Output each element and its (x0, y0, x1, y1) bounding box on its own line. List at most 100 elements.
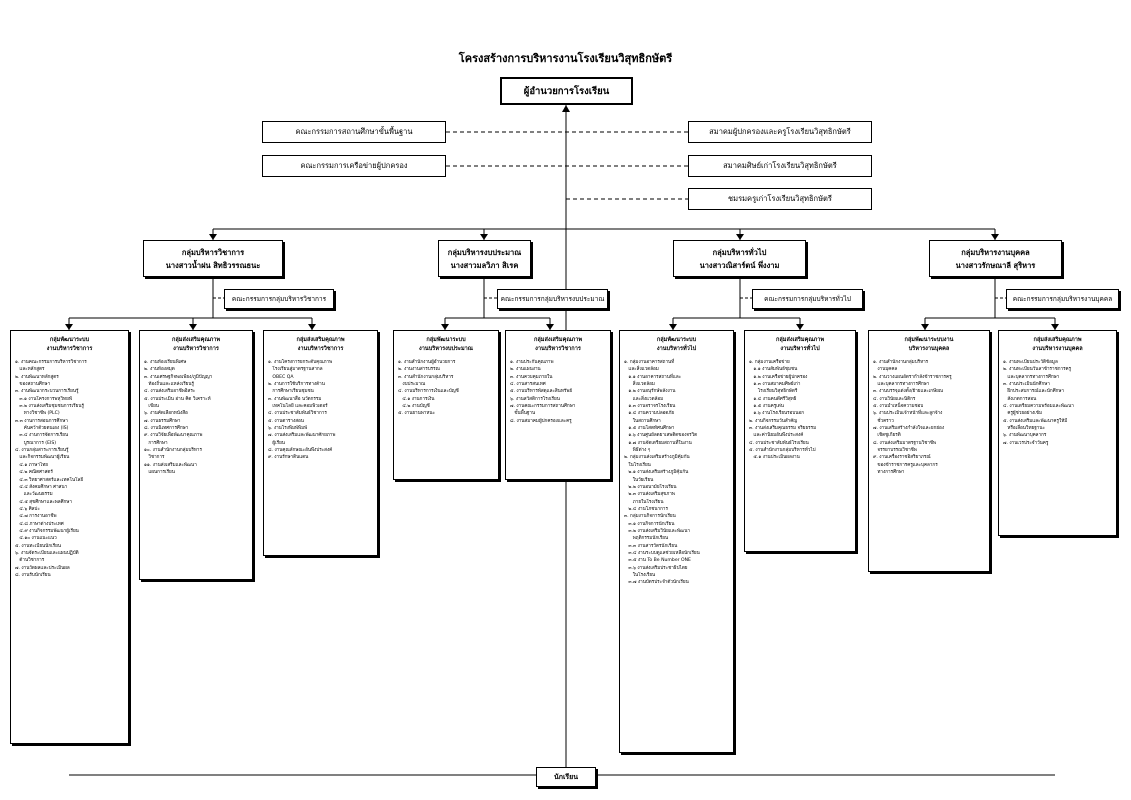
task-item: ๓.๒ งานส่งเสริมชุมชนการเรียนรู้ ทางวิชาช… (19, 404, 84, 417)
task-item: ๙. งานเครื่องราชอิสริยาภรณ์ ของข้าราชการ… (873, 455, 938, 476)
column-title: กลุ่มส่งเสริมคุณภาพ งานบริหารวิชาการ (533, 337, 583, 352)
column-title: กลุ่มส่งเสริมคุณภาพ งานบริหารวิชาการ (296, 337, 345, 352)
task-item: ๔.๙ งานกิจกรรมพัฒนาผู้เรียน (15, 528, 79, 534)
task-item: ๕. งานส่งเสริมและพัฒนาครูให้มี หรือเลื่อ… (1003, 418, 1068, 432)
task-item: ๒. กลุ่มงานส่งเสริมสร้างภูมิคุ้มกัน ในโร… (624, 455, 690, 468)
parent-teacher-association: สมาคมผู้ปกครองและครูโรงเรียนวิสุทธิกษัตร… (688, 121, 872, 143)
task-item: ๔.๓ วิทยาศาสตร์และเทคโนโลยี (15, 477, 84, 483)
task-item: ๑.๒ งานอนุรักษ์พลังงาน และสิ่งแวดล้อม (628, 389, 676, 402)
task-item: ๘. งานสมาคมผู้ปกครองและครู (510, 418, 572, 424)
task-item: ๕. งานประเมิน อ่าน คิด วิเคราะห์ เขียน (144, 396, 211, 410)
task-item: ๗. งานวัดผลและประเมินผล (15, 565, 70, 571)
task-item: ๗. งานเวรประจำวันครู (1003, 440, 1049, 446)
task-item: ๖. งานโรงพิมพ์พิมพ์ (268, 426, 308, 432)
task-item: ๙. งานวิจัยเพื่อพัฒนาคุณภาพ การศึกษา (144, 433, 203, 446)
task-item: ๔.๗ การงานอาชีพ (15, 514, 57, 520)
task-item: ๓.๗ งานบัตรประจำตัวนักเรียน (624, 580, 689, 586)
group-academic: กลุ่มบริหารวิชาการ นางสาวน้ำฝน สิทธิวรรณ… (143, 240, 283, 277)
general-system-column: กลุ่มพัฒนาระบบ งานบริหารทั่วไป๑. กลุ่มงา… (619, 330, 734, 753)
column-title: กลุ่มส่งเสริมคุณภาพ งานบริหารทั่วไป (775, 337, 825, 352)
committee-academic: คณะกรรมการกลุ่มบริหารวิชาการ (224, 289, 334, 309)
task-item: ๒.๓ งานส่งเสริมสุขภาพ ภายในโรงเรียน (628, 492, 675, 505)
task-item: ๑. งานสำนักงานผู้อำนวยการ (398, 360, 456, 365)
column-title: กลุ่มส่งเสริมคุณภาพ งานบริหารวิชาการ (171, 337, 221, 352)
task-item: ๑.๓ งานสมาคมศิษย์เก่า โรงเรียนวิสุทธิกษั… (753, 382, 801, 395)
task-item: ๓.๖ งานส่งเสริมประชาธิปไตย ในโรงเรียน (628, 565, 688, 578)
task-item: ๒. งานวางแผนอัตรากำลังข้าราชการครู และบุ… (873, 374, 952, 388)
task-item: ๑.๖ งานโรงเรียนรอบนอก (749, 411, 804, 417)
task-item: ๒. งานกิจกรรมวันสำคัญ (749, 418, 798, 424)
task-item: ๖. งานคัดเลือกหนังสือ (144, 411, 188, 417)
task-item: ๑. งานห้องเรียนพิเศษ (144, 360, 187, 365)
task-item: ๒. งานงานสารบรรณ (398, 367, 440, 373)
task-item: ๑. งานประกันคุณภาพ (510, 360, 554, 365)
group-personnel: กลุ่มบริหารงานบุคคล นางสาวรักษณาลี สุริห… (929, 240, 1062, 277)
task-item: ๔. งานเตรียมความพร้อมและพัฒนา ครูผู้ช่วย… (1003, 404, 1074, 417)
column-title: กลุ่มพัฒนาระบบ งานบริหารทั่วไป (656, 337, 697, 352)
task-item: ๒. งานห้องสมุด (144, 367, 175, 373)
task-item: ๒.๔ งานโภชนาการ (624, 506, 668, 512)
group-budget-name: กลุ่มบริหารงบประมาณ (447, 247, 522, 257)
task-item: ๔.๒ คณิตศาสตร์ (15, 470, 53, 476)
task-item: ๑. งานโครงการยกระดับคุณภาพ โรงเรียนสู่มา… (268, 360, 333, 380)
group-academic-name: กลุ่มบริหารวิชาการ (181, 247, 245, 257)
task-item: ๔.๑๐ งานแนะแนว (15, 536, 57, 542)
task-item: ๓. งานควบคุมภายใน (510, 374, 553, 380)
group-budget-head: นางสาวมลวิภา สิเรค (450, 260, 519, 270)
task-item: ๑.๒ งานเครือข่ายผู้ปกครอง (749, 374, 808, 380)
task-item: ๒. งานทะเบียนวันลาข้าราชการครู และบุคลาก… (1003, 367, 1072, 380)
task-item: ๓. งานพัฒนาสื่อ นวัตกรรม เทคโนโลยี และคอ… (268, 396, 328, 410)
committee-budget: คณะกรรมการกลุ่มบริหารงบประมาณ (497, 289, 608, 309)
task-item: ๑.๓ งานจราจรโรงเรียน (624, 404, 676, 410)
task-item: ๔. งานวินัยและนิติกร (873, 396, 916, 402)
task-item: ๔. งานบริหารการเงินและบัญชี (398, 389, 459, 395)
group-general-head: นางสาวณิสาร์ตน์ พึ่งงาม (699, 260, 780, 270)
task-item: ๕. งานบำเหน็จความชอบ (873, 404, 924, 410)
task-item: ๘. งานส่งเสริมมาตรฐานวิชาชีพ จรรยาบรรณวิ… (873, 440, 937, 454)
task-item: ๒. งานพัฒนาหลักสูตร ของสถานศึกษา (15, 374, 59, 388)
task-item: ๔.๑ ภาษาไทย (15, 462, 48, 468)
task-item: ๔.๒ งานบัญชี (398, 404, 430, 410)
group-general-name: กลุ่มบริหารทั่วไป (712, 247, 767, 257)
budget-quality-column: กลุ่มส่งเสริมคุณภาพ งานบริหารวิชาการ๑. ง… (505, 330, 611, 480)
task-item: ๒. งานการใช้บริการทางด้าน การศึกษาเรียนช… (268, 382, 325, 395)
task-item: ๗. งานธรรมศึกษา (144, 418, 181, 424)
group-budget: กลุ่มบริหารงบประมาณ นางสาวมลวิภา สิเรค (438, 240, 531, 277)
column-title: กลุ่มพัฒนาระบบงาน บริหารงานบุคคล (904, 337, 954, 352)
task-item: ๒.๒ งานอนามัยโรงเรียน (624, 484, 677, 490)
task-item: ๓.๕ งาน To Be Number ONE (624, 558, 691, 564)
task-item: ๑. งานทะเบียนประวัติข้อมูล (1003, 360, 1058, 365)
task-item: ๓.๔ งานระบบดูแลช่วยเหลือนักเรียน (624, 550, 700, 556)
task-item: ๑. งานคณะกรรมการบริหารวิชาการ และหลักสูต… (15, 360, 87, 373)
task-item: ๕. งานทะเบียนนักเรียน (15, 543, 61, 549)
task-item: ๔. งานประชาสัมพันธ์โรงเรียน (749, 440, 809, 446)
task-item: ๔.๔ สังคมศึกษา ศาสนา และวัฒนธรรม (19, 484, 68, 498)
committee-parent-network: คณะกรรมการเครือข่ายผู้ปกครอง (262, 155, 446, 177)
task-item: ๑. กลุ่มงานเครือข่าย (749, 360, 790, 365)
task-item: ๑.๖ งานศูนย์ลดยาเสพติดของจรวิต (624, 433, 698, 439)
task-item: ๔. งานกลุ่มสาระการเรียนรู้ และกิจกรรมพัฒ… (15, 448, 70, 461)
former-teachers-club: ชมรมครูเก่าโรงเรียนวิสุทธิกษัตรี (688, 188, 872, 210)
task-item: ๓. งานบรรจุแต่งตั้ง/ย้ายและเกษียณ (873, 389, 944, 395)
task-item: ๗. งานเสริมสร้างกำลังใจและยกย่อง เชิดชูเ… (873, 426, 945, 439)
task-item: ๓. งานเศรษฐกิจพอเพียง/ภูมิปัญญา ท้องถิ่น… (144, 374, 213, 388)
task-item: ๖. งานจัดระเบียนและแผนปฏิบัติ ด้านวิชากา… (15, 550, 79, 564)
column-title: กลุ่มพัฒนาระบบ งานบริหารงบประมาณ (419, 337, 473, 352)
task-item: ๗. งานคณะกรรมการสถานศึกษา ขั้นพื้นฐาน (510, 404, 576, 417)
task-item: ๓.๑ งานกิจการนักเรียน (624, 521, 675, 527)
task-item: ๑.๑ งานสัมพันธ์ชุมชน (749, 367, 798, 373)
task-item: ๒.๑ งานส่งเสริมสร้างภูมิคุ้มกัน ในวัยเรี… (628, 470, 689, 483)
task-item: ๑.๔ งานความปลอดภัย ในสถานศึกษา (628, 411, 675, 424)
task-item: ๗. งานส่งเสริมและพัฒนาศักยภาพ ผู้เรียน (268, 433, 336, 446)
task-item: ๕. งานยานพาหนะ (398, 411, 436, 417)
page-title: โครงสร้างการบริหารงานโรงเรียนวิสุทธิกษัต… (458, 52, 673, 65)
committee-personnel: คณะกรรมการกลุ่มบริหารงานบุคคล (1006, 289, 1119, 309)
task-item: ๖. งานประเมินเจ้าหน้าที่และลูกจ้าง ชั่วค… (873, 411, 943, 424)
committee-general: คณะกรรมการกลุ่มบริหารทั่วไป (752, 289, 863, 309)
task-item: ๕. งานสำนักงานกลุ่มบริหารทั่วไป (749, 448, 816, 454)
task-item: ๔.๖ ศิลปะ (15, 506, 40, 512)
task-item: ๔. งานประชาสัมพันธ์วิชาการ (268, 411, 327, 417)
task-item: ๙. งานรักษาดินแดน (268, 455, 309, 461)
task-item: ๘. งานนิเทศการศึกษา (144, 426, 189, 432)
task-item: ๑.๑ งานอาคารสถานที่และ สิ่งแวดล้อม (628, 374, 682, 388)
